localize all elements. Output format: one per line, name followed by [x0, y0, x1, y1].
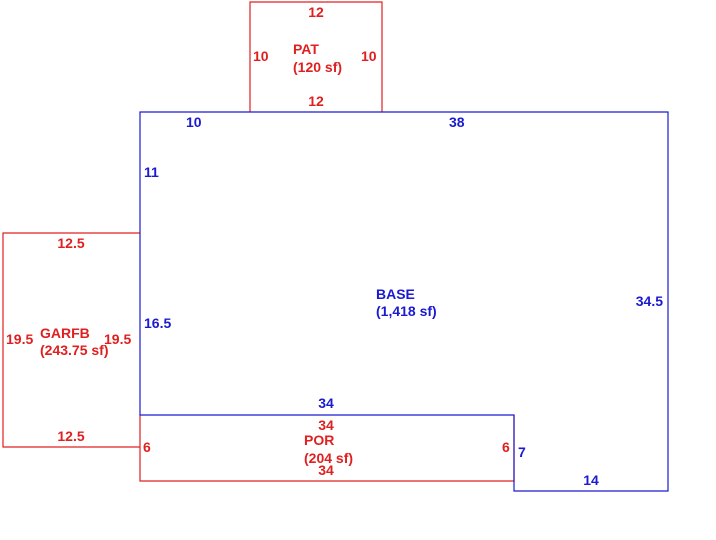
base-name: BASE [376, 286, 415, 302]
garfb-bottom-dimension: 12.5 [57, 428, 84, 444]
base-top-left-dimension: 10 [186, 114, 202, 130]
por-name: POR [304, 432, 334, 448]
por-left-dimension: 6 [143, 439, 151, 455]
pat-outline [249, 1, 383, 112]
base-top-right-dimension: 38 [449, 114, 465, 130]
garfb-right-dimension: 19.5 [104, 331, 131, 347]
por-bottom-dimension: 34 [318, 462, 334, 478]
por-right-dimension: 6 [502, 439, 510, 455]
base-bottom-right-dimension: 14 [583, 472, 599, 488]
pat-area: (120 sf) [293, 59, 342, 75]
por-area: (204 sf) [304, 450, 353, 466]
base-right-dimension: 34.5 [636, 293, 663, 309]
base-bottom-left-dimension: 34 [318, 395, 334, 411]
base-left-lower-dimension: 16.5 [144, 315, 171, 331]
pat-top-dimension: 12 [308, 4, 324, 20]
garfb-top-dimension: 12.5 [57, 235, 84, 251]
base-area: (1,418 sf) [376, 303, 437, 319]
pat-right-dimension: 10 [361, 48, 377, 64]
base-outline [139, 111, 669, 492]
garfb-name: GARFB [40, 325, 90, 341]
pat-left-dimension: 10 [253, 48, 269, 64]
pat-bottom-dimension: 12 [308, 93, 324, 109]
base-left-upper-dimension: 11 [144, 164, 159, 180]
por-top-dimension: 34 [318, 417, 334, 433]
garfb-outline [2, 232, 140, 448]
base-step-dimension: 7 [518, 444, 526, 460]
garfb-area: (243.75 sf) [40, 342, 108, 358]
pat-name: PAT [293, 41, 319, 57]
garfb-left-dimension: 19.5 [6, 331, 33, 347]
